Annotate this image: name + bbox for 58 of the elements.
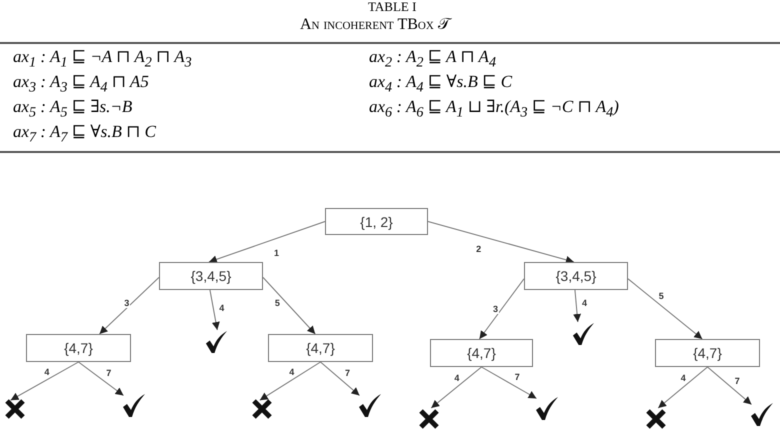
edge-label: 4 — [43, 367, 50, 378]
set-box: {3,4,5} — [524, 262, 628, 290]
axiom-cell: ax$_{2}$ : A$_{2}$ ⊑ A ⊓ A$_{4}$ — [369, 47, 496, 72]
set-box: {3,4,5} — [159, 262, 263, 290]
checkmark-icon — [121, 393, 146, 418]
edge-label: 4 — [288, 367, 296, 378]
edge-label: 5 — [658, 290, 665, 301]
arrow — [208, 221, 326, 264]
cross-icon — [4, 398, 26, 420]
edge-label: 7 — [514, 372, 521, 382]
checkmark-icon — [570, 322, 596, 346]
edge-label: 7 — [734, 376, 741, 386]
axiom-cell: ax$_{4}$ : A$_{4}$ ⊑ ∀s.B ⊑ C — [369, 72, 512, 96]
arrow — [10, 362, 79, 401]
cross-icon — [645, 408, 667, 430]
arrow — [78, 362, 124, 396]
checkmark-icon — [534, 396, 559, 421]
checkmark-icon — [203, 330, 229, 354]
edge-label: 4 — [680, 373, 687, 384]
cross-icon — [251, 398, 273, 420]
edge-label: 7 — [105, 368, 112, 378]
arrow — [99, 276, 160, 334]
edge-label: 4 — [218, 303, 226, 313]
arrow — [628, 278, 703, 340]
axiom-cell: ax$_{1}$ : A$_{1}$ ⊑ ¬A ⊓ A$_{2}$ ⊓ A$_{3}$ — [13, 47, 192, 72]
table-title: TABLE I — [368, 0, 416, 15]
edge-label: 1 — [272, 248, 280, 258]
edge-label: 4 — [580, 298, 588, 308]
set-box: {4,7} — [268, 334, 373, 362]
arrow — [481, 366, 537, 399]
edge-label: 4 — [453, 373, 460, 384]
axiom-cell: ax$_{5}$ : A$_{5}$ ⊑ ∃s.¬B — [13, 97, 132, 122]
set-box: {1, 2} — [325, 208, 428, 235]
arrow — [209, 290, 220, 330]
set-box: {4,7} — [26, 334, 131, 362]
arrow — [428, 221, 574, 264]
arrow — [573, 290, 582, 322]
axiom-cell: ax$_{6}$ : A$_{6}$ ⊑ A$_{1}$ ⊔ ∃r.(A$_{3}$ ⊑ ¬C ⊓ A$_{4}$) — [369, 97, 619, 122]
set-box: {4,7} — [430, 339, 533, 367]
edge-label: 3 — [123, 298, 130, 308]
arrow — [658, 366, 708, 408]
axiom-cell: ax$_{7}$ : A$_{7}$ ⊑ ∀s.B ⊓ C — [13, 122, 156, 146]
arrow — [430, 366, 482, 408]
set-box: {4,7} — [655, 339, 760, 367]
arrow — [478, 278, 524, 340]
checkmark-icon — [749, 402, 774, 427]
checkmark-icon — [357, 393, 382, 418]
edge-label: 3 — [492, 304, 499, 314]
arrow — [707, 366, 752, 405]
table-caption: An incoherent TBox 𝒯 — [300, 15, 450, 34]
arrow — [259, 362, 321, 401]
cross-icon — [418, 408, 440, 430]
arrow — [262, 276, 316, 334]
axiom-cell: ax$_{3}$ : A$_{3}$ ⊑ A$_{4}$ ⊓ A5 — [13, 72, 149, 96]
edge-label: 7 — [344, 368, 351, 378]
arrow — [320, 362, 360, 396]
edge-label: 5 — [274, 298, 281, 308]
edge-label: 2 — [475, 244, 482, 254]
